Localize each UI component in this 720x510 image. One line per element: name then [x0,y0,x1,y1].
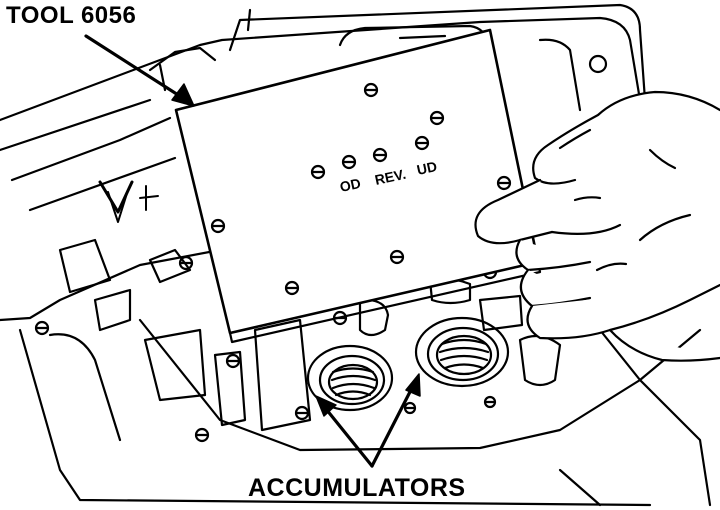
tool-6056-plate: OD REV. UD [174,28,542,344]
tool-callout-arrow [84,34,195,107]
transmission-case [0,3,712,507]
plate-marking-rev: REV. [373,166,407,188]
hand [474,90,720,362]
accumulators-callout-arrows [315,373,421,468]
plate-marking-ud: UD [415,158,438,178]
tool-6056-label: TOOL 6056 [6,2,137,29]
plate-marking-od: OD [338,175,362,195]
accumulator-left [306,344,394,412]
accumulator-right [414,316,510,388]
accumulators-label: ACCUMULATORS [248,474,466,502]
